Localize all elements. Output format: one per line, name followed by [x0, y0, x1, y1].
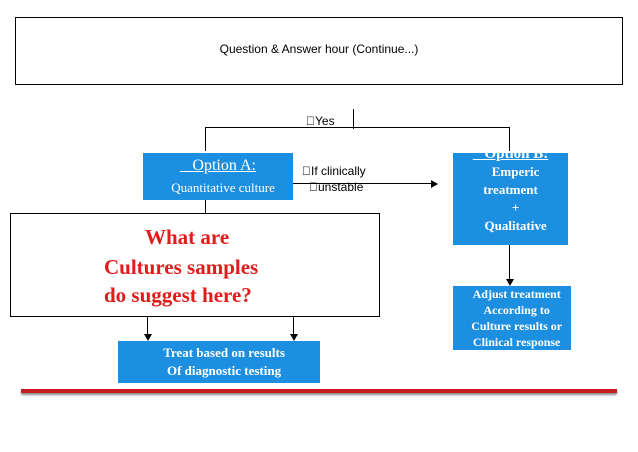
adjust-line-1: Adjust treatment: [463, 287, 560, 301]
option-b-line-4: Qualitative: [474, 218, 546, 233]
treat-box: Treat based on results Of diagnostic t…: [118, 341, 320, 383]
adjust-line-3: Culture results or: [462, 319, 562, 333]
a-to-question-line: [205, 200, 206, 214]
yes-connector: [353, 109, 354, 129]
treat-line-2: Of diagnostic testing: [157, 363, 281, 378]
option-b-line-1: Emperic: [482, 164, 540, 179]
question-to-treat-left-line: [147, 317, 148, 336]
question-line-3: do suggest here?: [104, 283, 252, 307]
arrow-a-to-b-line: [293, 183, 433, 184]
option-b-line-3: +: [502, 200, 520, 215]
question-line-1: What are: [145, 225, 230, 249]
yes-label: Yes: [306, 114, 335, 128]
b-to-adjust-line: [509, 245, 510, 281]
branch-right-drop: [509, 127, 510, 151]
question-to-treat-right-line: [293, 317, 294, 336]
option-a-box: Option A: Quantitative culture: [143, 153, 293, 200]
arrow-a-to-b-head: [431, 180, 438, 188]
adjust-line-2: According to: [474, 303, 550, 317]
question-to-treat-left-arrowhead: [144, 334, 152, 341]
option-b-title: Option B:: [473, 153, 548, 162]
question-box: [10, 213, 380, 317]
option-a-title: Option A:: [180, 157, 256, 174]
question-to-treat-right-arrowhead: [290, 334, 298, 341]
condition-line-1: If clinically: [302, 164, 366, 178]
b-to-adjust-arrowhead: [506, 279, 514, 286]
adjust-line-4: Clinical response: [464, 335, 561, 349]
option-b-line-2: treatment: [483, 182, 538, 197]
title-frame: [15, 17, 623, 85]
branch-left-drop: [205, 127, 206, 151]
option-b-box: Option B: Emperic treatment + Qualit…: [453, 153, 568, 245]
adjust-box: Adjust treatment According to Culture…: [453, 286, 571, 350]
question-line-2: Cultures samples: [104, 255, 259, 279]
slide-title: Question & Answer hour (Continue...): [219, 42, 419, 56]
option-a-subtitle: Quantitative culture: [161, 180, 275, 195]
footer-rule: [21, 389, 617, 393]
treat-line-1: Treat based on results: [153, 345, 285, 360]
branch-horizontal-line: [205, 127, 510, 128]
